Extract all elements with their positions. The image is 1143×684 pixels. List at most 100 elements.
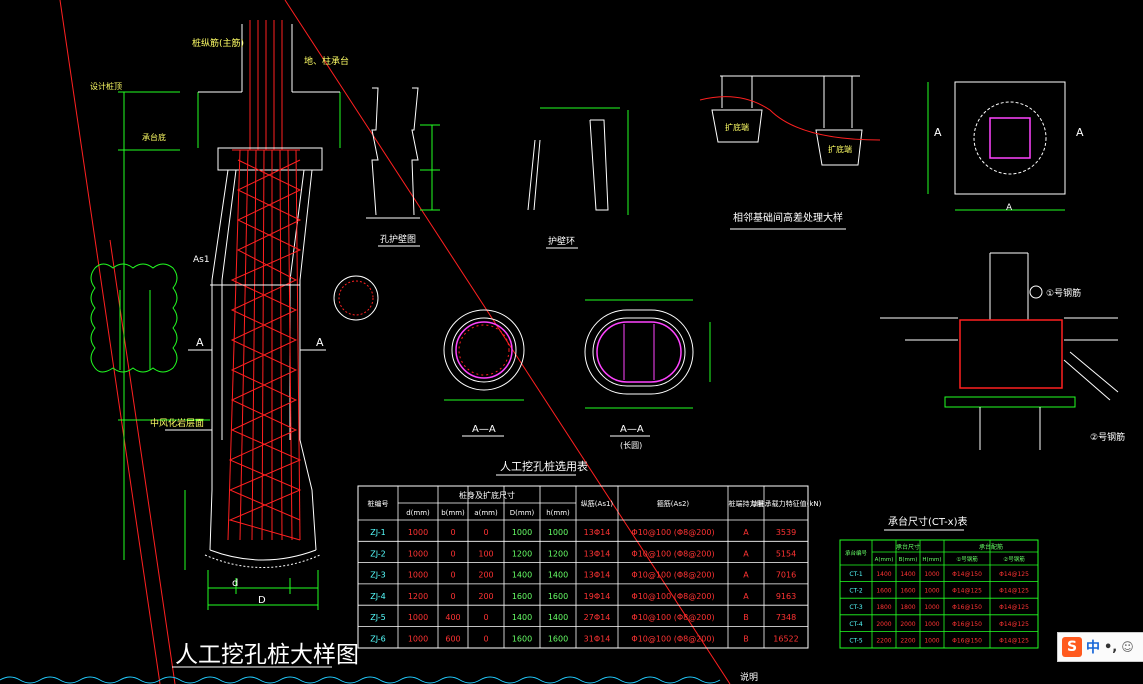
pile-table-header: D(mm) — [510, 509, 535, 517]
pile-table-cell: 200 — [478, 571, 493, 580]
plan-a-bottom: A — [1006, 203, 1013, 213]
wall-detail: 孔护壁图 — [366, 87, 440, 247]
cap-table-cell: 2000 — [876, 621, 891, 628]
pile-table-cell: 1400 — [548, 571, 568, 580]
cap-table-cell: Φ14@125 — [999, 637, 1029, 644]
cap-table-header: B(mm) — [899, 557, 918, 563]
pile-table-cell: 1200 — [512, 549, 532, 558]
label-weathered: 中风化岩层面 — [150, 417, 204, 429]
main-title: 人工挖孔桩大样图 — [175, 642, 359, 668]
ime-emoji-icon[interactable]: ☺ — [1121, 640, 1134, 654]
pile-table-cell: 1200 — [408, 592, 428, 601]
plan-a-right: A — [1076, 126, 1084, 139]
pile-table-cell: 27Φ14 — [584, 613, 611, 622]
cap-table-cell: 1000 — [924, 571, 939, 578]
section-aa-round: A—A — [443, 309, 525, 437]
pile-table-title: 人工挖孔桩选用表 — [500, 459, 588, 473]
pile-table-cell: 31Φ14 — [584, 635, 611, 644]
cap-table-cell: Φ16@150 — [952, 621, 982, 628]
pile-table-cell: 1600 — [512, 635, 532, 644]
cap-plan: A A A — [927, 81, 1084, 213]
label-cap-bottom: 承台底 — [142, 132, 166, 142]
pile-table-group-header: 桩身及扩底尺寸 — [459, 490, 515, 500]
section-a-left: A — [196, 336, 204, 349]
pile-table-header: 单桩承载力特征值(kN) — [751, 499, 822, 508]
ring-section — [333, 275, 379, 321]
pile-table-cell: Φ10@100 (Φ8@200) — [631, 592, 714, 601]
cap-table-cell: Φ14@125 — [999, 571, 1029, 578]
pile-table-cell: 100 — [478, 549, 493, 558]
pile-table-header: 桩端持力层 — [729, 499, 764, 508]
cap-table-cell: CT-1 — [849, 571, 862, 578]
pile-table-cell: 600 — [445, 635, 460, 644]
pile-table-cell: 1000 — [408, 635, 428, 644]
cap-table-cell: 1400 — [900, 571, 915, 578]
ime-language-toggle[interactable]: 中 — [1086, 640, 1100, 656]
cap-table-cell: CT-4 — [849, 621, 862, 628]
section-a-right: A — [316, 336, 324, 349]
pile-table-cell: 0 — [450, 528, 455, 537]
cap-group-header-1: 承台尺寸 — [896, 543, 920, 551]
cap-table-cell: Φ14@125 — [999, 604, 1029, 611]
pile-table-header: 箍筋(As2) — [657, 499, 690, 508]
cap-table-header: 承台编号 — [845, 549, 868, 557]
cap-table-cell: Φ16@150 — [952, 637, 982, 644]
sogou-logo-icon[interactable]: S — [1062, 637, 1082, 657]
pile-table-cell: 1000 — [512, 528, 532, 537]
cap-table-cell: Φ14@125 — [999, 588, 1029, 595]
cap-table-header: ②号钢筋 — [1003, 555, 1025, 563]
pile-table-cell: Φ10@100 (Φ8@200) — [631, 549, 714, 558]
pile-table-cell: 0 — [450, 549, 455, 558]
pile-table-cell: 1400 — [512, 571, 532, 580]
pile-table-cell: B — [743, 613, 749, 622]
pile-table-cell: ZJ-2 — [370, 549, 386, 558]
cap-elevation: ①号钢筋 ②号钢筋 — [880, 252, 1125, 450]
pile-table-cell: Φ10@100 (Φ8@200) — [631, 528, 714, 537]
cap-table-cell: 2000 — [900, 621, 915, 628]
cap-table: 承台尺寸(CT-x)表 承台尺寸承台配筋承台编号A(mm)B(mm)H(mm)①… — [839, 515, 1039, 649]
pile-table-cell: 3539 — [776, 528, 796, 537]
pile-table-cell: Φ10@100 (Φ8@200) — [631, 571, 714, 580]
pile-table-cell: 13Φ14 — [584, 549, 611, 558]
cap-table-cell: CT-5 — [849, 637, 862, 644]
pile-table-cell: 1200 — [548, 549, 568, 558]
pile-table-cell: 0 — [450, 571, 455, 580]
pile-table-cell: 1600 — [512, 592, 532, 601]
pile-table-header: b(mm) — [441, 509, 465, 517]
cap-table-cell: 2200 — [876, 637, 891, 644]
cap-table-cell: 1800 — [876, 604, 891, 611]
pile-table-cell: 13Φ14 — [584, 571, 611, 580]
pile-table-cell: 0 — [483, 528, 488, 537]
cap-table-cell: 1600 — [876, 588, 891, 595]
pile-table-cell: ZJ-4 — [370, 592, 386, 601]
cap-table-cell: 2200 — [900, 637, 915, 644]
cap-table-header: ①号钢筋 — [956, 555, 978, 563]
label-main-bar: 桩纵筋(主筋) — [192, 37, 244, 49]
pile-table-cell: 1000 — [548, 528, 568, 537]
guide-line-left — [59, 0, 161, 684]
cap-table-cell: CT-2 — [849, 588, 862, 595]
section-aa-2: A—A — [620, 424, 644, 435]
cap-table-cell: 1400 — [876, 571, 891, 578]
pile-table-cell: 400 — [445, 613, 460, 622]
cap-group-header-2: 承台配筋 — [979, 543, 1003, 551]
cap-table-header: H(mm) — [922, 557, 941, 563]
section-aa-2-sub: (长圆) — [620, 440, 642, 450]
ring-detail: 护壁环 — [527, 107, 629, 249]
cap-table-header: A(mm) — [875, 557, 894, 563]
guide-line-diagonal — [284, 0, 731, 684]
pile-table-cell: 200 — [478, 592, 493, 601]
pile-table-cell: A — [743, 571, 749, 580]
ime-punctuation-toggle[interactable]: •, — [1104, 639, 1118, 655]
pile-table-cell: 1600 — [548, 592, 568, 601]
pile-table-cell: Φ10@100 (Φ8@200) — [631, 613, 714, 622]
ime-toolbar[interactable]: S 中 •, ☺ — [1057, 632, 1143, 662]
pile-table-header: 桩编号 — [368, 499, 389, 508]
pile-elevation — [118, 20, 341, 610]
pile-table-cell: 1400 — [512, 613, 532, 622]
cap-label-2: ②号钢筋 — [1090, 431, 1125, 443]
cap-table-cell: 1000 — [924, 588, 939, 595]
pile-table-cell: ZJ-1 — [370, 528, 386, 537]
link-detail: 扩底端 扩底端 相邻基础间高差处理大样 — [699, 75, 881, 230]
